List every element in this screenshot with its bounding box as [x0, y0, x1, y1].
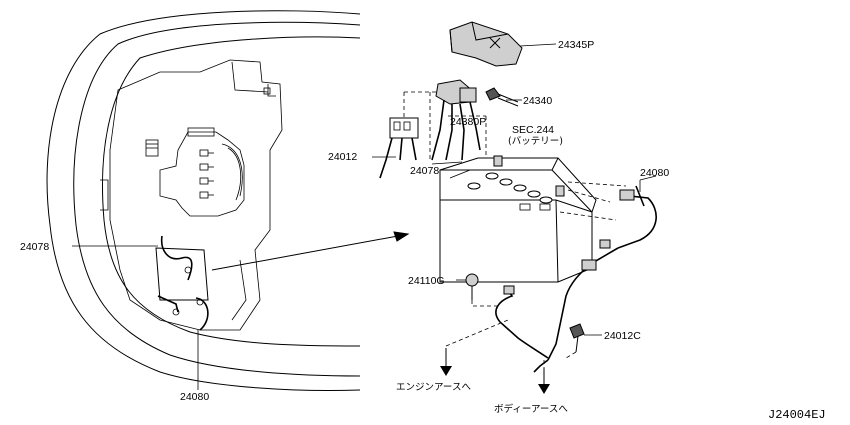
battery-detail: [72, 21, 657, 394]
label-sec244-battery: (バッテリー): [508, 136, 563, 147]
battery-icon: [439, 155, 597, 283]
part-labels: 24345P 24340 24380P SEC.244 (バッテリー) 2401…: [20, 39, 826, 422]
label-24345p: 24345P: [558, 39, 594, 51]
ground-cable-icon: [533, 185, 657, 373]
terminal-bolt-icon: [485, 87, 519, 107]
label-24080-bottom: 24080: [180, 391, 209, 403]
label-24012c: 24012C: [604, 330, 641, 342]
terminal-clamp-icon: [431, 79, 481, 161]
vehicle-outline: [46, 10, 361, 391]
label-sec244: SEC.244: [512, 124, 554, 136]
engine-plugs-group: [199, 149, 214, 199]
label-24078-left: 24078: [20, 241, 49, 253]
detail-arrow: [211, 231, 410, 271]
label-24110g: 24110G: [408, 275, 445, 287]
battery-cell-caps: [467, 172, 553, 204]
body-ground-bolt-icon: [569, 323, 585, 353]
label-24078-top: 24078: [410, 165, 439, 177]
diagram-code: J24004EJ: [768, 408, 826, 422]
fusible-link-icon: [379, 117, 419, 179]
label-body-ground: ボディーアースへ: [494, 403, 568, 415]
ground-bolt-icon: [465, 273, 479, 300]
label-24012: 24012: [328, 151, 357, 163]
label-24340: 24340: [523, 95, 552, 107]
label-engine-ground: エンジンアースへ: [396, 382, 471, 393]
battery-in-vehicle-icon: [155, 235, 209, 331]
engine-ground-cable-icon: [495, 285, 549, 359]
terminal-cover-icon: [449, 21, 523, 67]
label-24080-right: 24080: [640, 167, 669, 179]
label-24380p: 24380P: [450, 116, 486, 128]
